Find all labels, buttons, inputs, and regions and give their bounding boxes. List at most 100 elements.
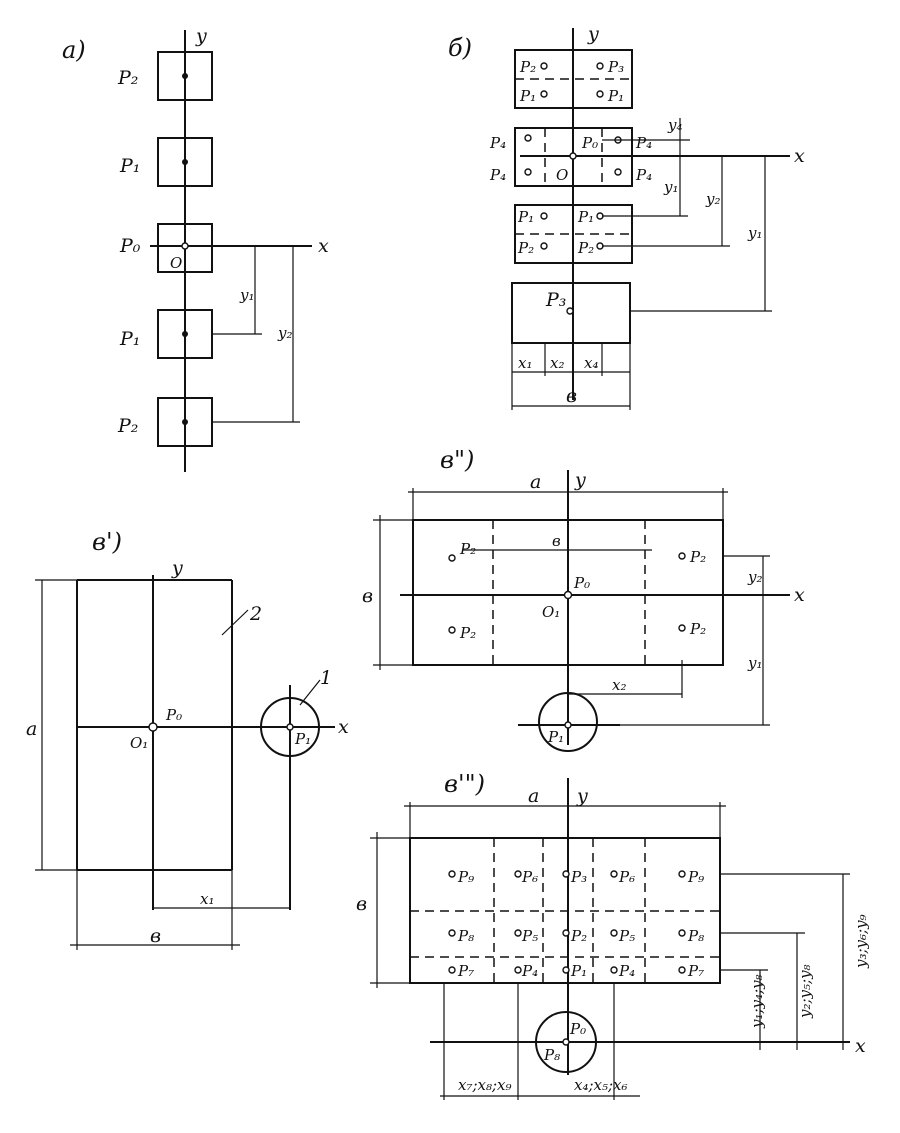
panel-v1-callout-1: 1	[320, 667, 332, 689]
panel-v3-label-p: P₅	[521, 927, 538, 945]
panel-v3-label-p0: P₀	[569, 1020, 586, 1038]
panel-v2-point-p2	[448, 626, 456, 634]
panel-v3-dim-x4-label: x₄;x₅;x₆	[574, 1076, 628, 1094]
panel-v3-point	[448, 870, 456, 878]
panel-a-label: а)	[62, 36, 86, 64]
panel-a-point-p1-top	[182, 159, 188, 165]
panel-b-dim-x4-label: x₄	[584, 354, 598, 372]
panel-b-label: б)	[448, 34, 472, 62]
panel-b-point-p0	[569, 152, 577, 160]
panel-v1-dim-a-label: a	[26, 718, 37, 740]
panel-v2-label-p1: P₁	[547, 728, 564, 746]
panel-b-point	[540, 242, 548, 250]
panel-v3-dim-y3-label: y₃;y₆;y₉	[852, 914, 870, 969]
panel-v2-label-p0: P₀	[573, 574, 590, 592]
panel-b-label-p: P₃	[607, 58, 624, 76]
panel-v3-dim-a-label: a	[528, 785, 539, 807]
panel-v3-label-p: P₈	[687, 927, 704, 945]
panel-v3-label-p: P₁	[570, 962, 587, 980]
panel-b-dim-y3-label: y₁	[747, 224, 763, 242]
panel-a-point-p2-top	[182, 73, 188, 79]
panel-v2-label-p2: P₂	[689, 620, 706, 638]
panel-a-pile-center	[157, 223, 213, 273]
panel-v1-dim-x1-label: x₁	[200, 890, 214, 908]
panel-v3-point	[610, 966, 618, 974]
panel-b-label-p: P₁	[517, 208, 534, 226]
panel-v3-label-p: P₅	[618, 927, 635, 945]
panel-b-label-p: P₂	[519, 58, 536, 76]
panel-b-label-p: P₄	[635, 134, 652, 152]
panel-b-point	[614, 168, 622, 176]
panel-v3-point	[678, 929, 686, 937]
panel-b-label-p: P₄	[489, 166, 506, 184]
panel-b-dim-y4-label: y₄	[667, 116, 683, 134]
panel-a-label-p1-top: P₁	[119, 155, 140, 177]
panel-b-point	[540, 62, 548, 70]
panel-a-dim-y1-label: y₁	[239, 286, 255, 304]
panel-b-block-bottom	[511, 282, 631, 344]
panel-b-label-p: P₄	[635, 166, 652, 184]
panel-v3-label-p: P₂	[570, 927, 587, 945]
panel-a-label-origin: O	[170, 254, 182, 272]
panel-v3-dim-x7-label: x₇;x₈;x₉	[458, 1076, 512, 1094]
panel-v1-x-label: x	[338, 716, 349, 738]
panel-v2-dim-x2-label: x₂	[612, 676, 626, 694]
panel-v3-label-p: P₉	[687, 868, 704, 886]
panel-v2-point-p2	[448, 554, 456, 562]
panel-v3-label-p: P₆	[521, 868, 538, 886]
panel-v1-label-p0: P₀	[165, 706, 182, 724]
panel-v2-dim-b-label: в	[552, 532, 561, 550]
panel-v3-point	[448, 929, 456, 937]
panel-v1: в') y x P₀ O₁ P₁ 1 2 a x₁ в	[26, 528, 349, 950]
panel-b-point	[596, 90, 604, 98]
panel-v1-leader-1	[299, 679, 321, 706]
panel-b-dim-x1-label: x₁	[518, 354, 532, 372]
panel-v3-label: в'")	[444, 770, 485, 798]
panel-v3-label-p: P₉	[457, 868, 474, 886]
panel-b-label-origin: O	[556, 166, 568, 184]
panel-b-dim-y2-label: y₂	[705, 190, 721, 208]
panel-v3-point	[678, 966, 686, 974]
panel-v2-label-origin: O₁	[542, 603, 560, 621]
panel-v2-label: в")	[440, 446, 474, 474]
panel-v3-label-p: P₇	[457, 962, 474, 980]
panel-a-point-p2-bottom	[182, 419, 188, 425]
panel-b-label-p: P₄	[489, 134, 506, 152]
panel-v3-dim-side-label: в	[356, 893, 367, 915]
panel-v2: в") y x P₀ O₁ P₂ P₂ P₂ P₂ в a в y₂ y₁	[362, 446, 805, 752]
panel-a-point-p1-bottom	[182, 331, 188, 337]
panel-b-label-p: P₁	[607, 87, 624, 105]
panel-v2-dim-a-label: a	[530, 471, 541, 493]
panel-b-label-p3: P₃	[545, 289, 566, 311]
panel-v3-point	[610, 929, 618, 937]
panel-b-label-p: P₂	[577, 239, 594, 257]
panel-v3-label-p: P₄	[521, 962, 538, 980]
panel-v3-dim-y1-label: y₁;y₄;y₈	[748, 974, 766, 1029]
panel-v2-point-p2	[678, 552, 686, 560]
panel-v2-x-label: x	[794, 584, 805, 606]
panel-v2-circle-pile	[538, 692, 598, 752]
panel-a-label-p0: P₀	[119, 235, 141, 257]
panel-v1-dim-b-label: в	[150, 925, 161, 947]
panel-a-pile-top	[157, 51, 213, 101]
panel-b-point	[524, 168, 532, 176]
panel-a-label-p1-bottom: P₁	[119, 328, 140, 350]
panel-v3-x-label: x	[855, 1035, 866, 1057]
panel-b-point	[596, 62, 604, 70]
panel-v3-point	[562, 870, 570, 878]
panel-b-block-center	[514, 127, 633, 187]
panel-v2-dim-y2-label: y₂	[747, 568, 763, 586]
panel-v3-point	[514, 870, 522, 878]
panel-v1-point-p0	[148, 722, 158, 732]
panel-b-label-p0: P₀	[581, 134, 598, 152]
panel-v1-leader-2	[221, 609, 249, 636]
panel-v1-callout-2: 2	[249, 603, 262, 625]
panel-v3: в'") y x P₉ P₆ P₃ P₆ P₉ P₈ P₅ P₂ P₅ P₈	[356, 770, 870, 1100]
panel-b-dim-b-label: в	[566, 385, 577, 407]
panel-b-x-label: x	[794, 145, 805, 167]
panel-b-point	[524, 134, 532, 142]
panel-b-point	[540, 212, 548, 220]
panel-a: а) y x P₂ P₁ P₀ O P₁ P₂ y₁ y₂	[62, 25, 329, 472]
